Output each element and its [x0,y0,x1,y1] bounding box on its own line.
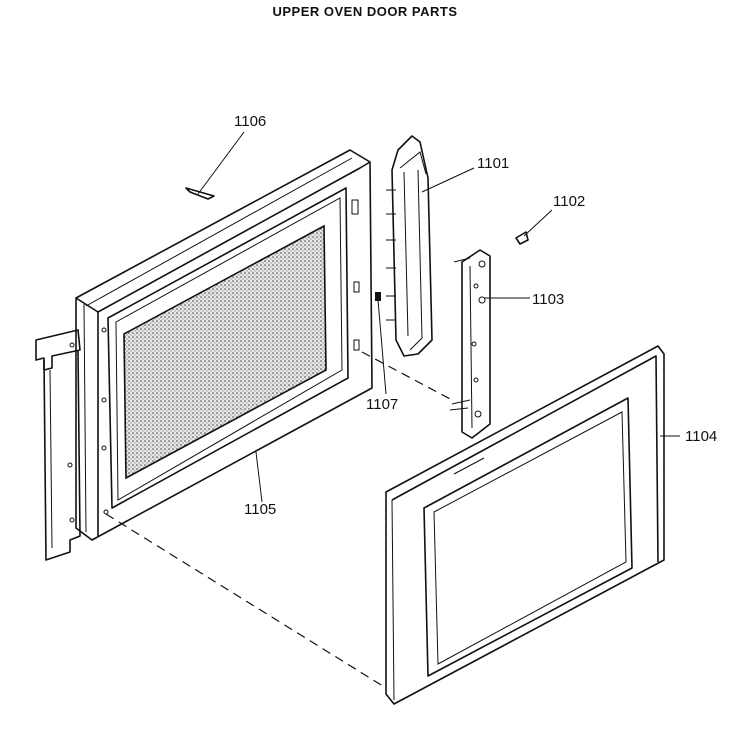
hinge-bracket-1103 [449,249,491,439]
label-1102: 1102 [553,193,585,210]
assembly-line-lower [105,513,387,689]
diagram-title: UPPER OVEN DOOR PARTS [272,4,458,19]
clip-1106 [185,187,215,200]
assembly-line-upper [361,351,453,401]
inner-door-frame-1105 [35,149,373,561]
screw-1102 [515,231,529,245]
label-1107: 1107 [366,396,398,413]
label-1104: 1104 [685,428,717,445]
side-channel-1101 [386,135,433,357]
leader-lines [197,131,680,503]
clip-1107 [375,292,381,301]
label-1101: 1101 [477,155,509,172]
label-1103: 1103 [532,291,564,308]
label-1105: 1105 [244,501,276,518]
outer-glass-panel-1104 [385,345,665,705]
label-1106: 1106 [234,113,266,130]
